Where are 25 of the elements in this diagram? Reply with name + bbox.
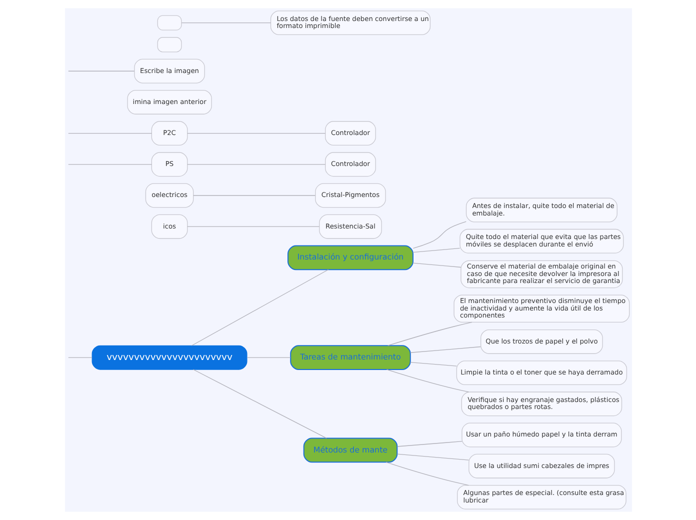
connector xyxy=(68,132,152,134)
connector xyxy=(186,226,320,227)
connector xyxy=(68,357,92,358)
connector xyxy=(385,462,469,486)
connector xyxy=(412,221,466,249)
connector xyxy=(386,369,469,392)
connector xyxy=(186,164,326,165)
connector xyxy=(410,362,456,366)
node-box xyxy=(156,37,182,52)
connector xyxy=(186,132,326,134)
connector xyxy=(396,454,469,460)
connector xyxy=(412,262,461,268)
connector xyxy=(180,22,271,24)
connector xyxy=(190,269,328,346)
connector xyxy=(387,322,472,346)
connector xyxy=(68,164,152,165)
connector xyxy=(396,441,462,447)
connector xyxy=(246,357,290,358)
node-box xyxy=(156,15,182,30)
connector xyxy=(68,70,134,72)
connector xyxy=(192,369,326,439)
connector xyxy=(410,346,480,353)
node-box: vvvvvvvvvvvvvvvvvvvvvvv xyxy=(91,345,247,370)
connector xyxy=(412,248,460,253)
connector xyxy=(192,195,315,196)
